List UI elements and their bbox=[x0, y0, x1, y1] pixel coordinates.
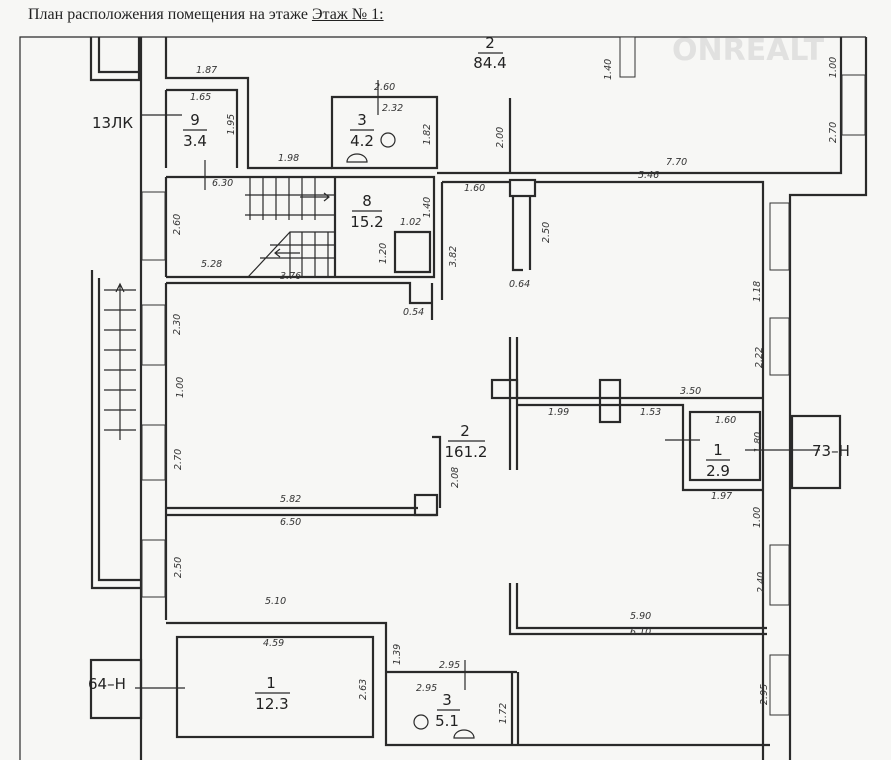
room-2-main: 2 161.2 bbox=[445, 422, 488, 461]
dimension: 1.00 bbox=[752, 507, 763, 528]
svg-text:2.9: 2.9 bbox=[706, 462, 730, 480]
svg-text:5.1: 5.1 bbox=[435, 712, 459, 730]
svg-text:2: 2 bbox=[460, 422, 470, 440]
svg-text:3.4: 3.4 bbox=[183, 132, 207, 150]
label-64n: 64–Н bbox=[88, 675, 126, 693]
dimension: 1.80 bbox=[753, 432, 764, 453]
dimension: 2.00 bbox=[495, 127, 506, 148]
dimension: 5.28 bbox=[201, 259, 222, 270]
dimension: 1.60 bbox=[715, 415, 736, 426]
dimension: 0.64 bbox=[509, 279, 530, 290]
dimension: 5.46 bbox=[638, 170, 659, 181]
dimension: 2.70 bbox=[173, 449, 184, 470]
dimension: 1.97 bbox=[711, 491, 732, 502]
dimension: 5.10 bbox=[265, 596, 286, 607]
dimension: 1.65 bbox=[190, 92, 211, 103]
dimension: 0.54 bbox=[403, 307, 424, 318]
dimension: 1.02 bbox=[400, 217, 421, 228]
dimension: 3.76 bbox=[280, 271, 301, 282]
dimension: 2.40 bbox=[756, 572, 767, 593]
dimension: 3.50 bbox=[680, 386, 701, 397]
svg-text:1: 1 bbox=[713, 441, 723, 459]
dimension: 2.50 bbox=[541, 222, 552, 243]
dimension: 1.00 bbox=[828, 57, 839, 78]
dimension: 2.08 bbox=[450, 467, 461, 488]
svg-text:4.2: 4.2 bbox=[350, 132, 374, 150]
label-73n: 73–Н bbox=[812, 442, 850, 460]
dimension: 1.95 bbox=[226, 114, 237, 135]
walls bbox=[19, 36, 868, 760]
svg-text:3: 3 bbox=[442, 691, 452, 709]
svg-text:1: 1 bbox=[266, 674, 276, 692]
dimension: 6.50 bbox=[280, 517, 301, 528]
leader-lines bbox=[135, 80, 820, 690]
room-8: 815.2 bbox=[350, 192, 383, 231]
room-1-small: 12.9 bbox=[706, 441, 730, 480]
dimension: 5.82 bbox=[280, 494, 301, 505]
dimension: 7.70 bbox=[666, 157, 687, 168]
svg-text:161.2: 161.2 bbox=[445, 443, 488, 461]
dimension: 1.39 bbox=[392, 644, 403, 665]
dimension: 5.90 bbox=[630, 611, 651, 622]
svg-text:2: 2 bbox=[485, 34, 495, 52]
dimension: 2.95 bbox=[439, 660, 460, 671]
room-3-bottom: 35.1 bbox=[435, 691, 460, 730]
dimension: 1.72 bbox=[498, 703, 509, 724]
toilet-icon bbox=[413, 714, 429, 730]
sink-icon bbox=[453, 729, 475, 739]
dimension: 1.60 bbox=[464, 183, 485, 194]
label-13lk: 13ЛК bbox=[92, 114, 133, 132]
dimension: 1.99 bbox=[548, 407, 569, 418]
dimension: 1.40 bbox=[422, 197, 433, 218]
svg-text:9: 9 bbox=[190, 111, 200, 129]
dimension: 1.87 bbox=[196, 65, 217, 76]
dimension: 2.50 bbox=[173, 557, 184, 578]
dimension: 2.22 bbox=[754, 347, 765, 368]
dimension: 2.32 bbox=[382, 103, 403, 114]
room-3-top: 34.2 bbox=[350, 111, 374, 150]
title-prefix: План расположения помещения на этаже bbox=[28, 6, 308, 23]
dimension: 1.20 bbox=[378, 243, 389, 264]
dimension: 1.00 bbox=[175, 377, 186, 398]
svg-text:12.3: 12.3 bbox=[255, 695, 288, 713]
dimension: 2.30 bbox=[172, 314, 183, 335]
svg-text:84.4: 84.4 bbox=[473, 54, 506, 72]
dimension: 2.60 bbox=[374, 82, 395, 93]
plan-title: План расположения помещения на этаже Эта… bbox=[28, 6, 384, 24]
dimension: 6.30 bbox=[212, 178, 233, 189]
dimension: 2.95 bbox=[416, 683, 437, 694]
windows bbox=[141, 36, 866, 716]
dimension: 1.98 bbox=[278, 153, 299, 164]
toilet-icons bbox=[346, 132, 475, 739]
dimensions: 1.87 1.65 1.95 2.60 2.32 1.82 2.00 1.98 … bbox=[172, 57, 839, 724]
dimension: 2.63 bbox=[358, 679, 369, 700]
dimension: 1.18 bbox=[752, 281, 763, 302]
dimension: 2.70 bbox=[828, 122, 839, 143]
dimension: 6.10 bbox=[630, 627, 651, 638]
dimension: 3.82 bbox=[448, 246, 459, 267]
watermark: ONREALT bbox=[672, 33, 825, 68]
toilet-icon bbox=[380, 132, 396, 148]
dimension: 1.82 bbox=[422, 124, 433, 145]
dimension: 1.40 bbox=[603, 59, 614, 80]
room-9: 93.4 bbox=[183, 111, 207, 150]
dimension: 1.53 bbox=[640, 407, 661, 418]
stairs bbox=[104, 177, 335, 440]
dimension: 2.60 bbox=[172, 214, 183, 235]
svg-text:3: 3 bbox=[357, 111, 367, 129]
svg-text:8: 8 bbox=[362, 192, 372, 210]
svg-text:15.2: 15.2 bbox=[350, 213, 383, 231]
room-2-top: 284.4 bbox=[473, 34, 506, 72]
sink-icon bbox=[346, 153, 368, 163]
dimension: 2.95 bbox=[759, 684, 770, 705]
dimension: 4.59 bbox=[263, 638, 284, 649]
room-1-bottom: 112.3 bbox=[255, 674, 290, 713]
floor-name: Этаж № 1: bbox=[311, 6, 384, 23]
